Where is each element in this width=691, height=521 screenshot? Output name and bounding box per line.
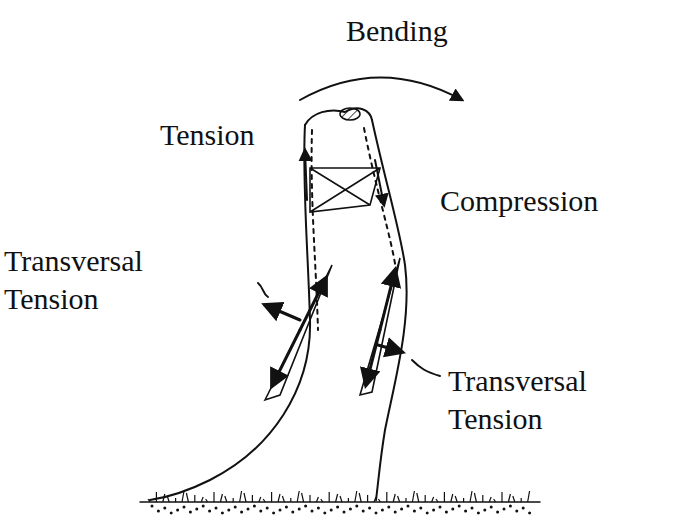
ground-texture [148, 491, 530, 514]
leader-line [258, 283, 268, 297]
cut-section [340, 108, 360, 120]
truss [310, 168, 380, 212]
stress-label: Tension [160, 116, 255, 154]
force-arrow [300, 278, 326, 330]
stress-label: Transversal Tension [4, 242, 209, 318]
tension-arrow [305, 150, 307, 200]
stress-label: Compression [440, 182, 598, 220]
force-arrow [272, 330, 300, 386]
stress-label: Transversal Tension [448, 362, 663, 438]
load-label: Bending [346, 12, 448, 50]
force-arrow [380, 270, 395, 330]
leader-line [412, 360, 440, 376]
ground-line [140, 501, 540, 503]
transversal-arrow [265, 305, 300, 320]
trunk-left-edge [150, 125, 310, 500]
bending-arrow [300, 78, 462, 101]
trunk-top [305, 108, 372, 125]
bark-right [364, 128, 396, 270]
compression-arrow [375, 160, 384, 205]
force-triangle-right [360, 258, 400, 395]
transversal-arrow [378, 345, 402, 352]
force-triangle-left [265, 265, 332, 400]
force-arrow [366, 330, 380, 385]
